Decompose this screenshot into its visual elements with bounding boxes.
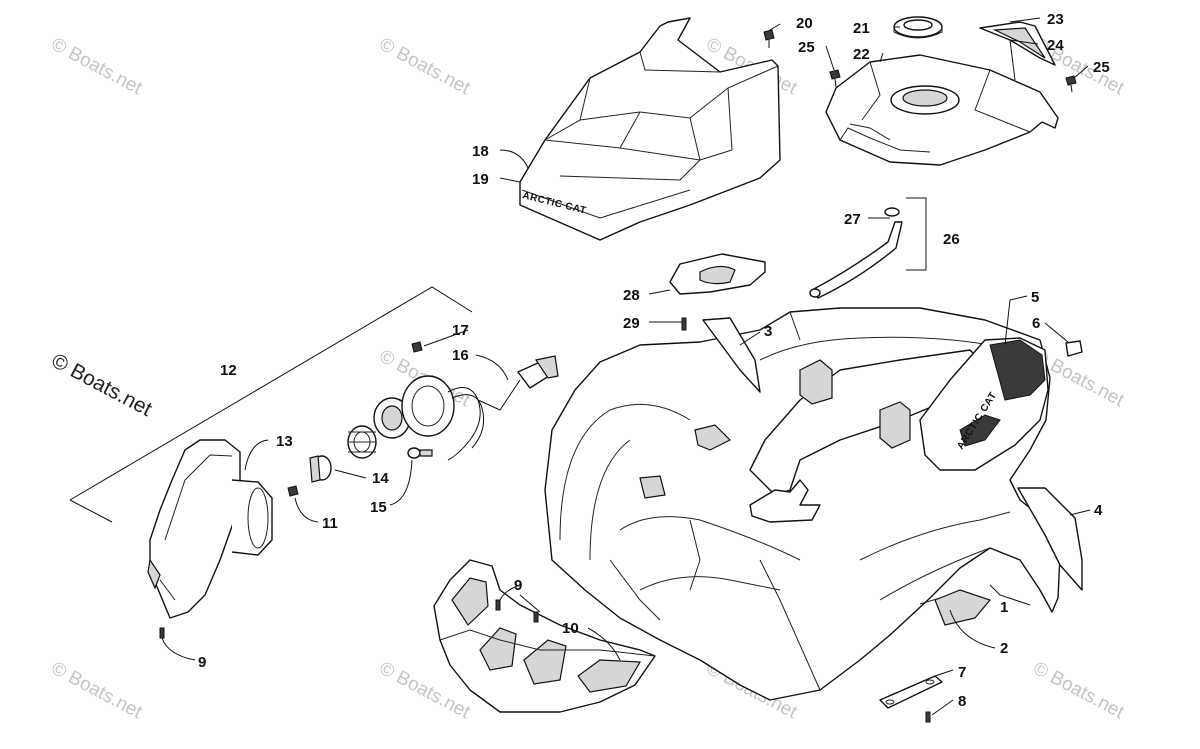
callout-22[interactable]: 22 (853, 46, 870, 63)
leader-lines (161, 17, 1091, 716)
callout-27[interactable]: 27 (844, 211, 861, 228)
screw-11[interactable] (287, 485, 299, 497)
vent-hose-part[interactable] (809, 197, 927, 299)
callout-24[interactable]: 24 (1047, 37, 1064, 54)
seat-part[interactable] (519, 17, 781, 241)
decal-4-part[interactable] (1017, 487, 1083, 591)
callout-14[interactable]: 14 (372, 470, 389, 487)
screw-9[interactable] (533, 611, 539, 623)
wire-harness-part[interactable] (401, 355, 559, 461)
group-bracket-12 (69, 286, 473, 501)
callout-12[interactable]: 12 (220, 362, 237, 379)
storage-tray-part[interactable] (669, 253, 766, 295)
headlight-housing-part[interactable] (147, 439, 273, 619)
bulb-part[interactable] (309, 455, 332, 483)
callout-9-headlight[interactable]: 9 (198, 654, 206, 671)
callout-25-right[interactable]: 25 (1093, 59, 1110, 76)
screw-29[interactable] (681, 317, 687, 331)
tank-decal-part[interactable] (979, 21, 1056, 66)
watermark: © Boats.net (48, 658, 146, 724)
callout-26[interactable]: 26 (943, 231, 960, 248)
watermark-main: © Boats.net (48, 349, 156, 421)
callout-18[interactable]: 18 (472, 143, 489, 160)
callout-8[interactable]: 8 (958, 693, 966, 710)
callout-17[interactable]: 17 (452, 322, 469, 339)
watermark: © Boats.net (376, 34, 474, 100)
front-fender-part[interactable] (544, 307, 1061, 701)
callout-4[interactable]: 4 (1094, 502, 1103, 519)
decal-3-part[interactable] (702, 317, 761, 393)
grommet-part[interactable] (893, 16, 943, 39)
callout-16[interactable]: 16 (452, 347, 469, 364)
clip-part[interactable] (1065, 340, 1083, 357)
tank-cover-part[interactable] (825, 54, 1059, 166)
watermark: © Boats.net (1030, 658, 1128, 724)
front-grille-part[interactable] (433, 559, 656, 713)
small-bulb-part[interactable] (407, 447, 433, 459)
screw-9[interactable] (495, 599, 501, 611)
callout-5[interactable]: 5 (1031, 289, 1039, 306)
callout-1[interactable]: 1 (1000, 599, 1008, 616)
callout-3[interactable]: 3 (764, 323, 772, 340)
socket-part[interactable] (347, 425, 377, 459)
callout-21[interactable]: 21 (853, 20, 870, 37)
callout-6[interactable]: 6 (1032, 315, 1040, 332)
watermark: © Boats.net (48, 34, 146, 100)
callout-15[interactable]: 15 (370, 499, 387, 516)
strap-part[interactable] (879, 675, 943, 723)
callout-11[interactable]: 11 (322, 515, 338, 532)
screw-17[interactable] (411, 341, 423, 353)
callout-2[interactable]: 2 (1000, 640, 1008, 657)
socket-ring-part[interactable] (373, 397, 411, 439)
callouts: 1 2 3 4 5 6 7 8 9 9 10 11 12 13 14 15 16… (198, 11, 1110, 710)
screw-9[interactable] (159, 627, 165, 639)
callout-28[interactable]: 28 (623, 287, 640, 304)
callout-10[interactable]: 10 (562, 620, 579, 637)
callout-29[interactable]: 29 (623, 315, 640, 332)
callout-13[interactable]: 13 (276, 433, 293, 450)
callout-23[interactable]: 23 (1047, 11, 1064, 28)
callout-19[interactable]: 19 (472, 171, 489, 188)
callout-25-left[interactable]: 25 (798, 39, 815, 56)
callout-20[interactable]: 20 (796, 15, 813, 32)
callout-9-grille[interactable]: 9 (514, 577, 522, 594)
screw-part[interactable] (763, 29, 1077, 93)
callout-7[interactable]: 7 (958, 664, 966, 681)
